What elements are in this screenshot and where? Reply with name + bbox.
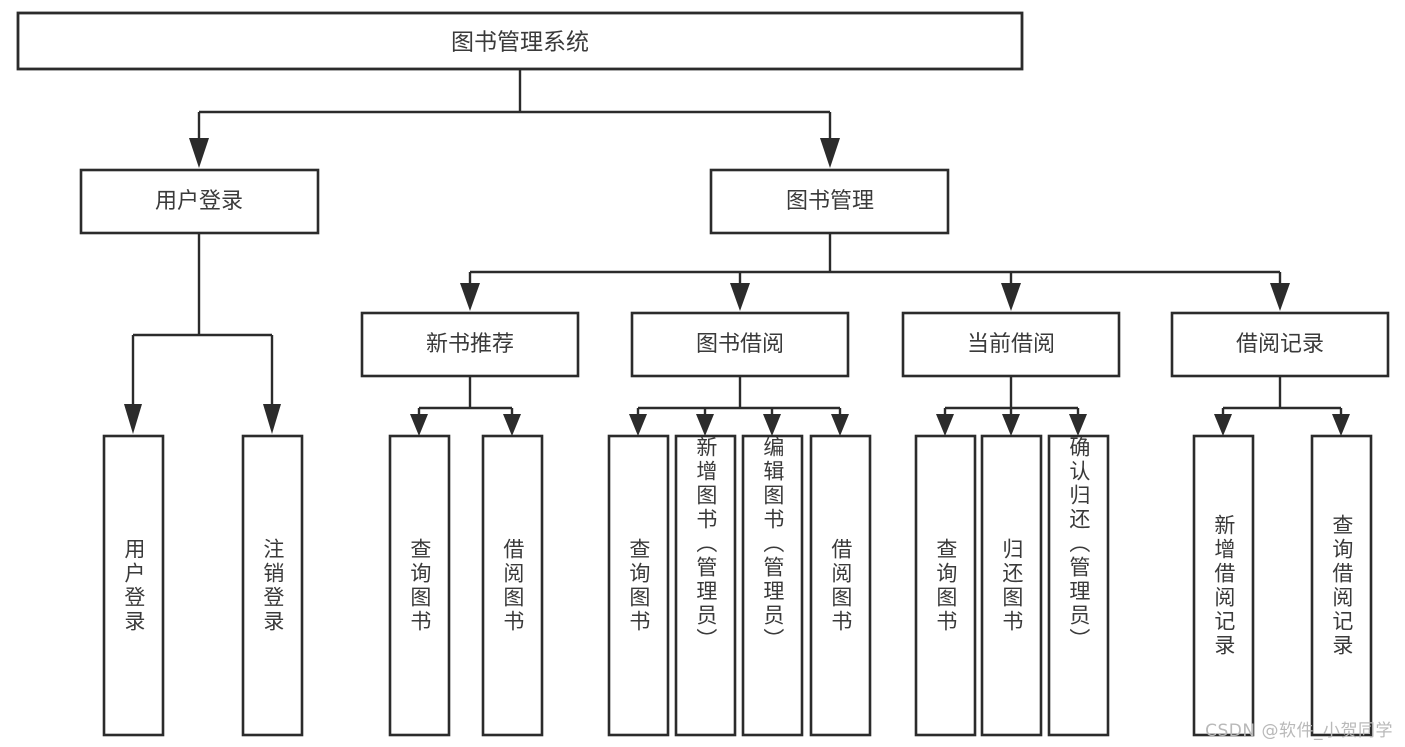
node-book-borrow-label: 图书借阅 — [696, 332, 784, 357]
node-root-label: 图书管理系统 — [451, 30, 589, 56]
node-user-login-label: 用户登录 — [155, 189, 243, 214]
leaf-box-query-book-2[interactable] — [607, 434, 670, 737]
node-borrow-record[interactable]: 借阅记录 — [1170, 311, 1390, 378]
csdn-watermark: CSDN @软件_小贺同学 — [1205, 721, 1393, 741]
node-book-borrow[interactable]: 图书借阅 — [630, 311, 850, 378]
connector-layer — [124, 69, 1350, 436]
node-new-book-recommend-box[interactable] — [360, 311, 580, 378]
leaf-box-return-book[interactable] — [980, 434, 1043, 737]
arrow-head-leaf-confirm-return — [1069, 414, 1087, 436]
leaf-box-edit-book[interactable] — [741, 434, 804, 737]
leaf-box-confirm-return[interactable] — [1047, 434, 1110, 737]
leaf-box-query-book-3[interactable] — [914, 434, 977, 737]
leaf-box-borrow-book-1[interactable] — [481, 434, 544, 737]
leaf-box-user-login[interactable] — [102, 434, 165, 737]
arrow-head-leaf-borrow-book-2 — [831, 414, 849, 436]
arrow-head-borrow-record — [1270, 283, 1290, 311]
arrow-head-leaf-user-login — [124, 404, 142, 434]
node-book-manage-box[interactable] — [709, 168, 950, 235]
node-book-manage[interactable]: 图书管理 — [709, 168, 950, 235]
node-current-borrow-box[interactable] — [901, 311, 1121, 378]
arrow-head-leaf-add-record — [1214, 414, 1232, 436]
node-current-borrow-label: 当前借阅 — [967, 332, 1055, 357]
node-current-borrow[interactable]: 当前借阅 — [901, 311, 1121, 378]
node-root[interactable]: 图书管理系统 — [16, 11, 1024, 71]
leaf-box-logout[interactable] — [241, 434, 304, 737]
arrow-head-current-borrow — [1001, 283, 1021, 311]
leaf-box-add-record[interactable] — [1192, 434, 1255, 737]
arrow-head-leaf-query-book-2 — [629, 414, 647, 436]
arrow-head-leaf-logout — [263, 404, 281, 434]
arrow-head-book-manage — [820, 138, 840, 168]
arrow-head-new-book — [460, 283, 480, 311]
arrow-head-leaf-query-book-1 — [410, 414, 428, 436]
leaf-box-query-record[interactable] — [1310, 434, 1373, 737]
node-user-login-box[interactable] — [79, 168, 320, 235]
arrow-head-leaf-edit-book — [763, 414, 781, 436]
node-book-borrow-box[interactable] — [630, 311, 850, 378]
arrow-head-leaf-add-book — [696, 414, 714, 436]
leaf-box-add-book[interactable] — [674, 434, 737, 737]
node-root-box[interactable] — [16, 11, 1024, 71]
node-new-book-recommend-label: 新书推荐 — [426, 332, 514, 357]
arrow-head-book-borrow — [730, 283, 750, 311]
node-user-login[interactable]: 用户登录 — [79, 168, 320, 235]
arrow-head-leaf-query-book-3 — [936, 414, 954, 436]
arrow-head-leaf-borrow-book-1 — [503, 414, 521, 436]
node-borrow-record-box[interactable] — [1170, 311, 1390, 378]
node-book-manage-label: 图书管理 — [786, 189, 874, 214]
node-new-book-recommend[interactable]: 新书推荐 — [360, 311, 580, 378]
node-borrow-record-label: 借阅记录 — [1236, 332, 1324, 357]
arrow-head-user-login — [189, 138, 209, 168]
leaf-box-layer — [102, 434, 1373, 737]
arrow-head-leaf-query-record — [1332, 414, 1350, 436]
leaf-box-borrow-book-2[interactable] — [809, 434, 872, 737]
leaf-box-query-book-1[interactable] — [388, 434, 451, 737]
arrow-head-leaf-return-book — [1002, 414, 1020, 436]
